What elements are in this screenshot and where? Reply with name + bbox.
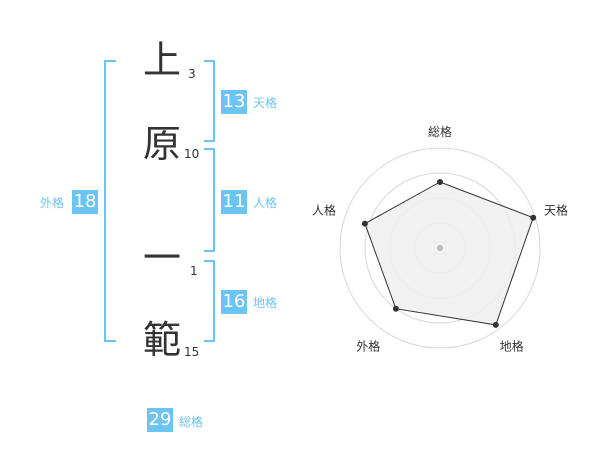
name-char-2: 原 xyxy=(142,122,181,166)
radar-point xyxy=(492,321,499,328)
soukaku-value: 29 xyxy=(147,408,173,432)
radar-point xyxy=(361,220,368,227)
chikaku-bracket xyxy=(204,260,215,342)
radar-point xyxy=(437,179,443,185)
tenkaku-value: 13 xyxy=(221,90,247,114)
radar-series xyxy=(364,181,534,326)
stroke-count-3: 1 xyxy=(190,264,198,278)
jinkaku-bracket xyxy=(204,148,215,252)
radar-point xyxy=(530,214,537,221)
radar-axis-label: 人格 xyxy=(312,202,336,217)
gaikaku-bracket xyxy=(104,60,116,342)
radar-axis-label: 天格 xyxy=(544,202,568,217)
radar-axis-label: 外格 xyxy=(356,339,380,354)
radar-points xyxy=(361,179,537,328)
radar-point xyxy=(392,305,399,312)
name-char-4: 範 xyxy=(142,318,181,362)
radar-center xyxy=(437,245,443,251)
gaikaku-value: 18 xyxy=(72,190,98,214)
soukaku-label: 総格 xyxy=(179,415,204,429)
stroke-count-1: 3 xyxy=(188,67,196,81)
jinkaku-label: 人格 xyxy=(253,196,278,210)
radar-axis-label: 地格 xyxy=(500,339,524,354)
jinkaku-value: 11 xyxy=(221,190,247,214)
name-char-3: 一 xyxy=(142,236,181,280)
stroke-count-2: 10 xyxy=(184,147,200,161)
name-char-1: 上 xyxy=(142,38,181,82)
chikaku-label: 地格 xyxy=(253,296,278,310)
tenkaku-bracket xyxy=(204,60,215,142)
chikaku-value: 16 xyxy=(221,290,247,314)
stroke-count-4: 15 xyxy=(184,345,200,359)
gaikaku-label: 外格 xyxy=(40,196,65,210)
tenkaku-label: 天格 xyxy=(253,96,278,110)
radar-ring xyxy=(339,147,541,349)
radar-axis-label: 総格 xyxy=(428,124,452,139)
